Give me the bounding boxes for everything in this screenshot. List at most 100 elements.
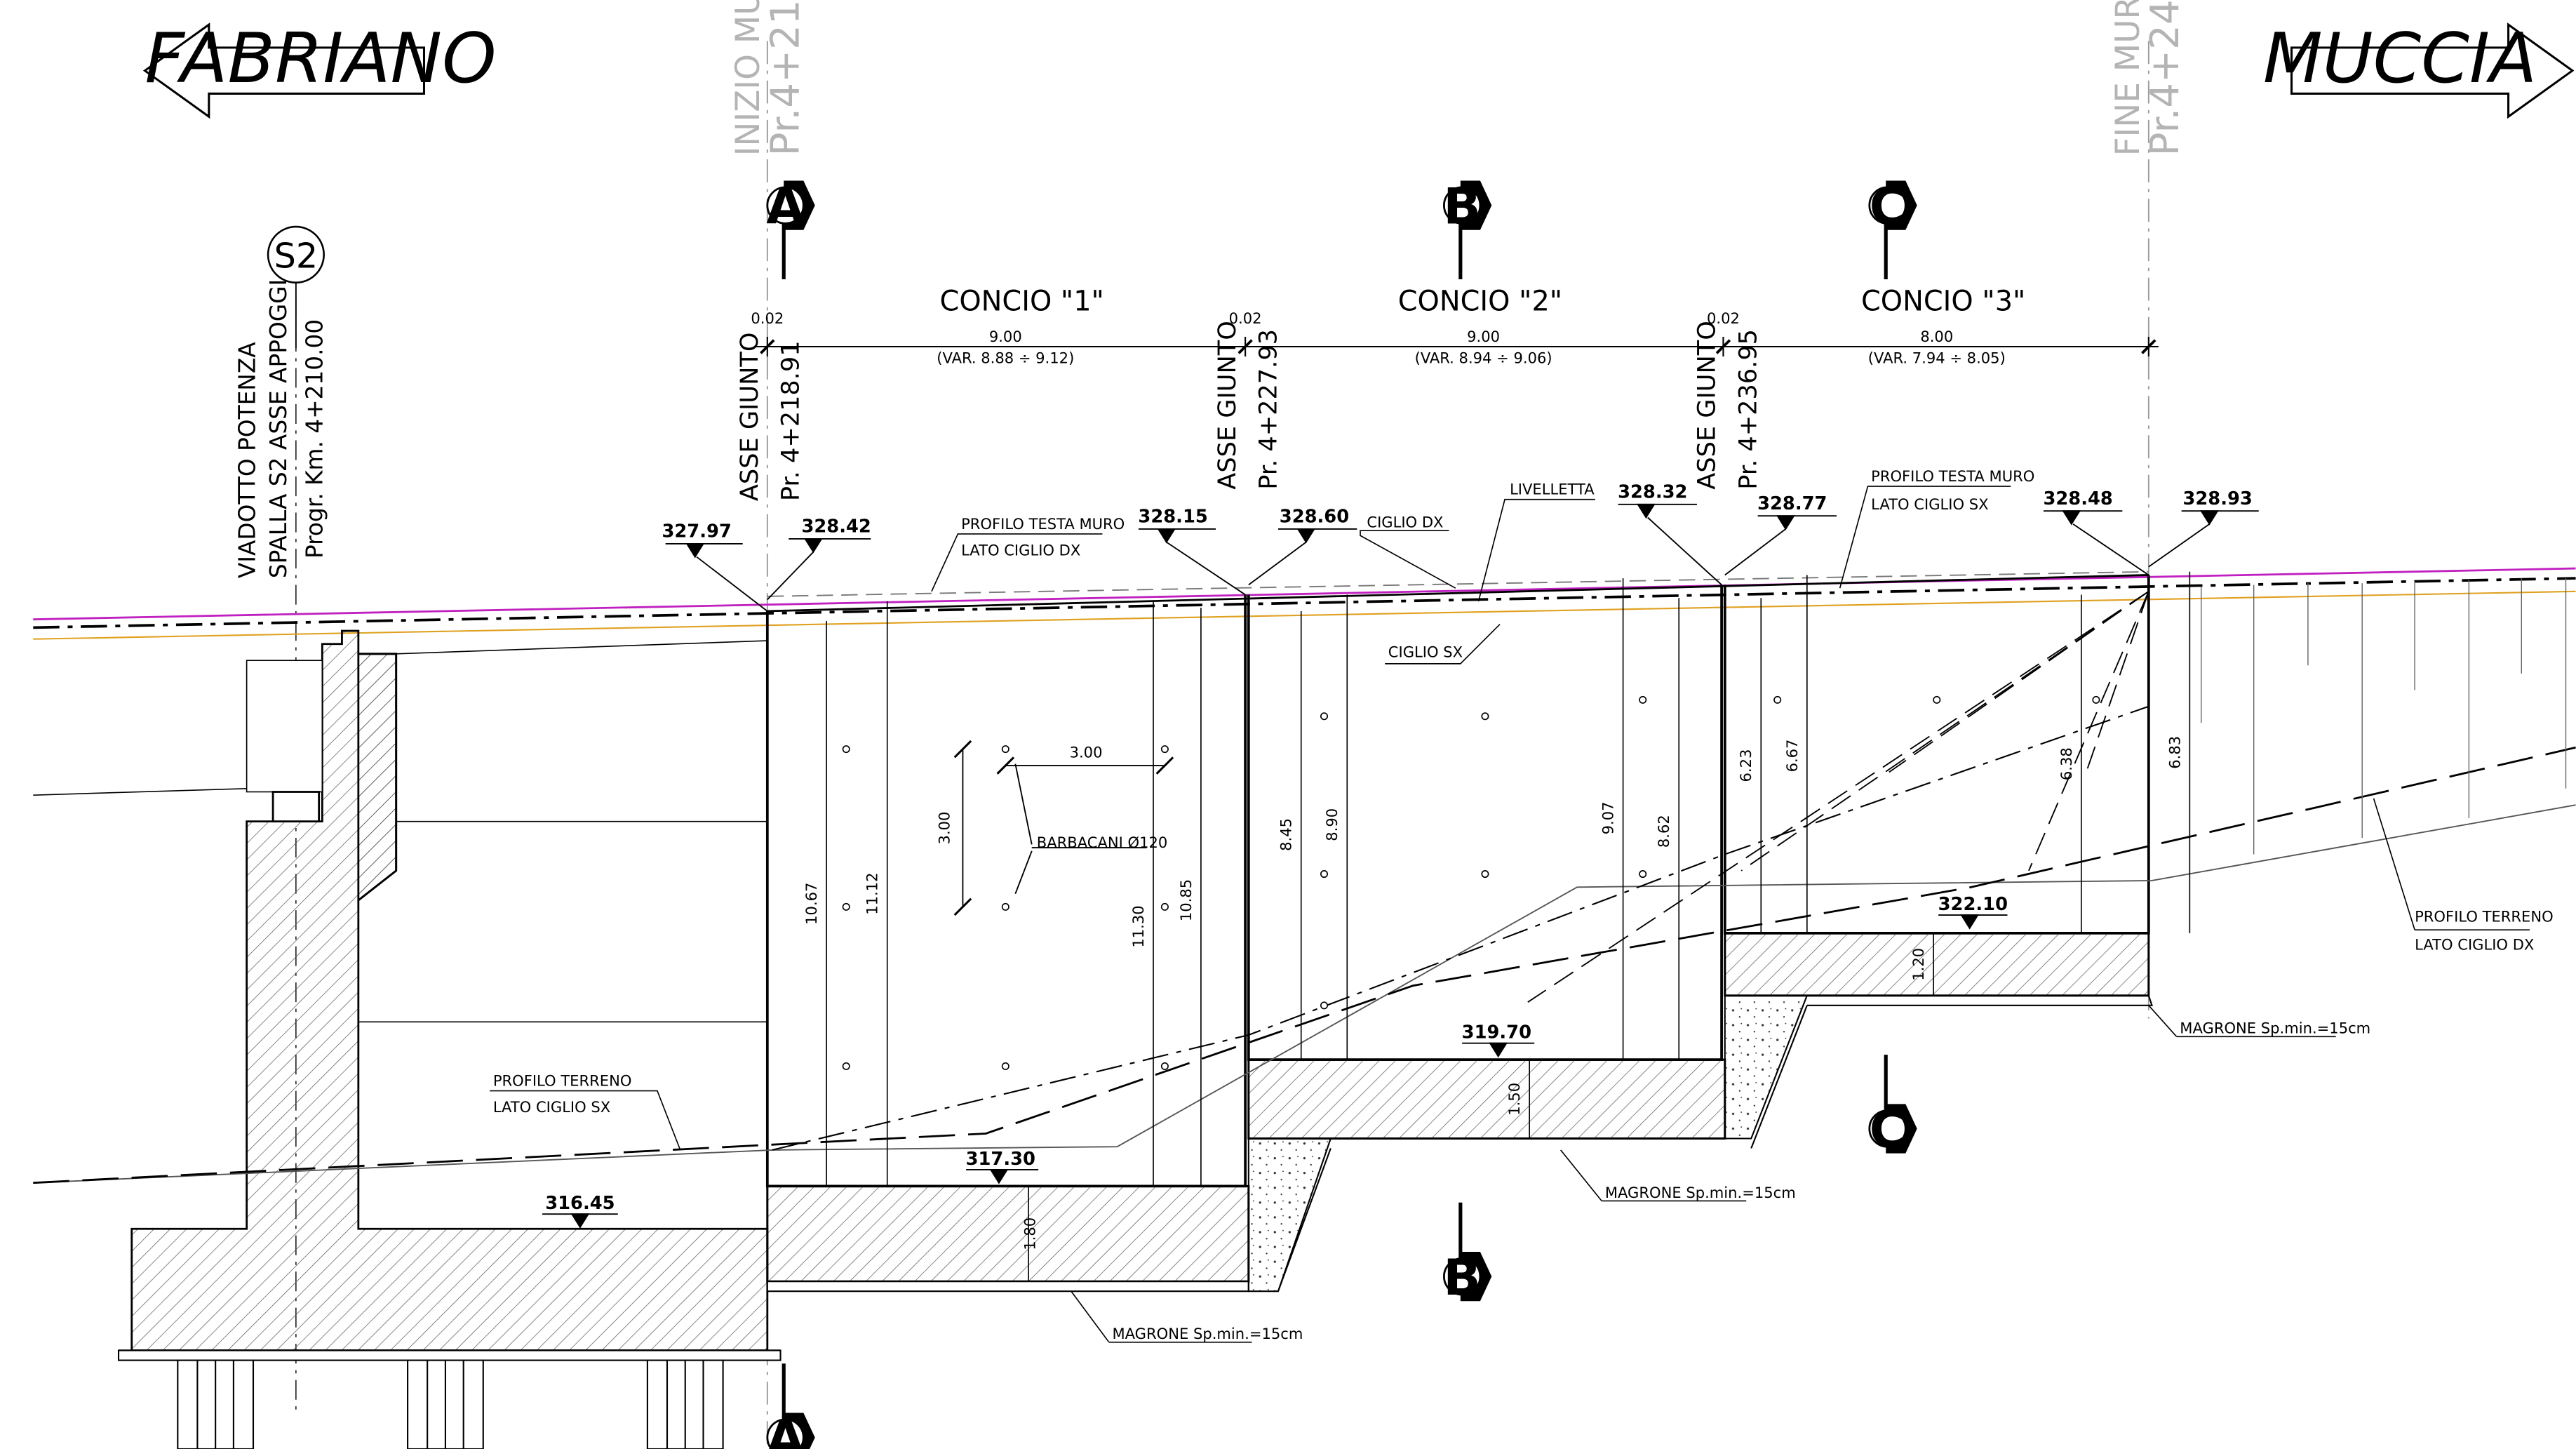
- svg-text:ASSE GIUNTO: ASSE GIUNTO: [1213, 321, 1242, 490]
- concio-1-title: CONCIO "1": [940, 285, 1104, 317]
- drain-spacing-dims: [953, 740, 1174, 916]
- section-marker-c-top: C: [1868, 178, 1917, 280]
- concio-1-var: (VAR. 8.88 ÷ 9.12): [937, 349, 1074, 366]
- svg-text:328.32: 328.32: [1618, 481, 1687, 502]
- lato-ciglio-dx-label: LATO CIGLIO DX: [961, 541, 1080, 559]
- svg-text:9.07: 9.07: [1599, 801, 1617, 834]
- svg-text:B: B: [1443, 1249, 1481, 1307]
- svg-text:S2: S2: [274, 236, 318, 276]
- svg-text:6.83: 6.83: [2166, 736, 2183, 769]
- lean-concrete-layers: [766, 994, 2153, 1293]
- svg-text:319.70: 319.70: [1462, 1022, 1531, 1043]
- svg-text:328.60: 328.60: [1280, 507, 1349, 528]
- magrone-label-3: MAGRONE Sp.min.=15cm: [2180, 1020, 2370, 1037]
- concio-1-length: 9.00: [989, 328, 1022, 345]
- elevation-labels-foundation: 316.45 317.30 319.70 322.10: [545, 894, 2008, 1214]
- svg-text:C: C: [1870, 1101, 1906, 1158]
- barbacani-label: BARBACANI Ø120: [1037, 834, 1168, 851]
- svg-text:328.48: 328.48: [2043, 488, 2112, 509]
- wall-end-prog: Pr.4+244.96: [2142, 0, 2188, 156]
- svg-text:8.90: 8.90: [1323, 808, 1341, 841]
- lato-ciglio-sx-label: LATO CIGLIO SX: [1871, 495, 1988, 513]
- svg-text:A: A: [766, 1410, 804, 1449]
- elevation-labels-top: 327.97 328.42 328.15 328.60 328.32 328.7…: [662, 481, 2252, 542]
- svg-text:11.12: 11.12: [864, 872, 881, 914]
- abutment-structure: [33, 629, 781, 1361]
- svg-text:Progr. Km. 4+210.00: Progr. Km. 4+210.00: [301, 319, 328, 559]
- road-profile-lines: [33, 567, 2576, 640]
- svg-text:Pr. 4+218.91: Pr. 4+218.91: [776, 340, 805, 501]
- height-dim-labels: 10.67 11.12 11.30 10.85 8.45 8.90 9.07 8…: [803, 736, 2183, 1250]
- svg-text:328.93: 328.93: [2182, 488, 2252, 509]
- svg-text:1.50: 1.50: [1505, 1083, 1523, 1116]
- svg-text:SPALLA S2 ASSE APPOGGI: SPALLA S2 ASSE APPOGGI: [265, 279, 292, 578]
- joint-gap-2: 0.02: [1229, 309, 1262, 327]
- svg-text:1.20: 1.20: [1910, 948, 1927, 981]
- section-marker-b-bottom: B: [1443, 1202, 1492, 1307]
- joint-label-2: ASSE GIUNTO Pr. 4+227.93: [1213, 321, 1283, 490]
- profilo-terreno-dx-2: LATO CIGLIO DX: [2415, 935, 2534, 953]
- annotation-leaders: [490, 486, 2530, 1343]
- svg-text:10.85: 10.85: [1177, 879, 1195, 921]
- concio-3-title: CONCIO "3": [1861, 285, 2025, 317]
- profilo-testa-2: PROFILO TESTA MURO: [1871, 467, 2034, 485]
- joint-label-1: ASSE GIUNTO Pr. 4+218.91: [735, 333, 805, 502]
- wall-start-prog: Pr.4+218.92: [763, 0, 808, 156]
- svg-text:316.45: 316.45: [545, 1193, 615, 1214]
- profilo-terreno-sx-1: PROFILO TERRENO: [493, 1072, 632, 1090]
- svg-text:328.15: 328.15: [1138, 507, 1207, 528]
- svg-text:8.45: 8.45: [1277, 818, 1295, 851]
- concio-2-length: 9.00: [1467, 328, 1500, 345]
- concio-3-var: (VAR. 7.94 ÷ 8.05): [1868, 349, 2006, 366]
- direction-arrow-left: FABRIANO: [142, 19, 497, 119]
- svg-text:6.23: 6.23: [1737, 749, 1755, 782]
- joint-gap-3: 0.02: [1707, 309, 1740, 327]
- concio-2-title: CONCIO "2": [1398, 285, 1562, 317]
- svg-text:328.77: 328.77: [1757, 493, 1827, 514]
- svg-text:11.30: 11.30: [1129, 905, 1147, 947]
- svg-text:Pr. 4+236.95: Pr. 4+236.95: [1733, 329, 1762, 490]
- svg-text:6.67: 6.67: [1783, 740, 1801, 773]
- joint-label-3: ASSE GIUNTO Pr. 4+236.95: [1693, 321, 1763, 490]
- abutment-badge: S2: [267, 225, 325, 349]
- svg-text:1.80: 1.80: [1021, 1217, 1038, 1250]
- wall-end-label: FINE MURO: [2109, 0, 2147, 156]
- svg-text:328.42: 328.42: [801, 516, 871, 537]
- direction-left-label: FABRIANO: [145, 19, 496, 99]
- profilo-terreno-sx-2: LATO CIGLIO SX: [493, 1098, 610, 1116]
- svg-text:327.97: 327.97: [662, 521, 731, 542]
- svg-text:ASSE GIUNTO: ASSE GIUNTO: [735, 333, 764, 502]
- svg-text:6.38: 6.38: [2058, 747, 2075, 780]
- svg-text:VIADOTTO POTENZA: VIADOTTO POTENZA: [234, 342, 260, 578]
- svg-text:317.30: 317.30: [966, 1149, 1035, 1170]
- svg-text:B: B: [1443, 178, 1481, 235]
- joint-gap-1: 0.02: [751, 309, 784, 327]
- section-marker-a-top: A: [766, 178, 815, 280]
- abutment-notes: VIADOTTO POTENZA SPALLA S2 ASSE APPOGGI …: [234, 279, 328, 1413]
- drain-holes: [842, 695, 2100, 1070]
- segment-dimension-line: [756, 336, 2159, 357]
- wall-start-label: INIZIO MURO: [730, 0, 767, 156]
- direction-right-label: MUCCIA: [2263, 19, 2537, 99]
- section-marker-b-top: B: [1443, 178, 1492, 280]
- barbacani-v-dim: 3.00: [936, 812, 953, 845]
- concio-3-length: 8.00: [1920, 328, 1953, 345]
- wall-footings: [766, 932, 2150, 1283]
- height-dimensions: [826, 571, 2191, 1282]
- right-embankment-hatch: [2201, 578, 2567, 855]
- annotation-labels: PROFILO TESTA MURO LATO CIGLIO DX CIGLIO…: [493, 467, 2554, 1342]
- profilo-testa-1: PROFILO TESTA MURO: [961, 515, 1125, 533]
- magrone-label-1: MAGRONE Sp.min.=15cm: [1112, 1325, 1303, 1342]
- ciglio-sx-label: CIGLIO SX: [1388, 643, 1463, 661]
- svg-text:ASSE GIUNTO: ASSE GIUNTO: [1693, 321, 1722, 490]
- livelletta-label: LIVELLETTA: [1510, 481, 1595, 498]
- elevation-markers-foundation: [542, 914, 2008, 1229]
- svg-text:10.67: 10.67: [803, 883, 820, 925]
- ciglio-dx-label: CIGLIO DX: [1367, 514, 1443, 531]
- wall-end-marker: FINE MURO Pr.4+244.96: [2109, 0, 2188, 1019]
- magrone-label-2: MAGRONE Sp.min.=15cm: [1605, 1184, 1796, 1201]
- svg-text:A: A: [766, 178, 804, 235]
- svg-text:C: C: [1870, 178, 1906, 235]
- direction-arrow-right: MUCCIA: [2263, 19, 2575, 119]
